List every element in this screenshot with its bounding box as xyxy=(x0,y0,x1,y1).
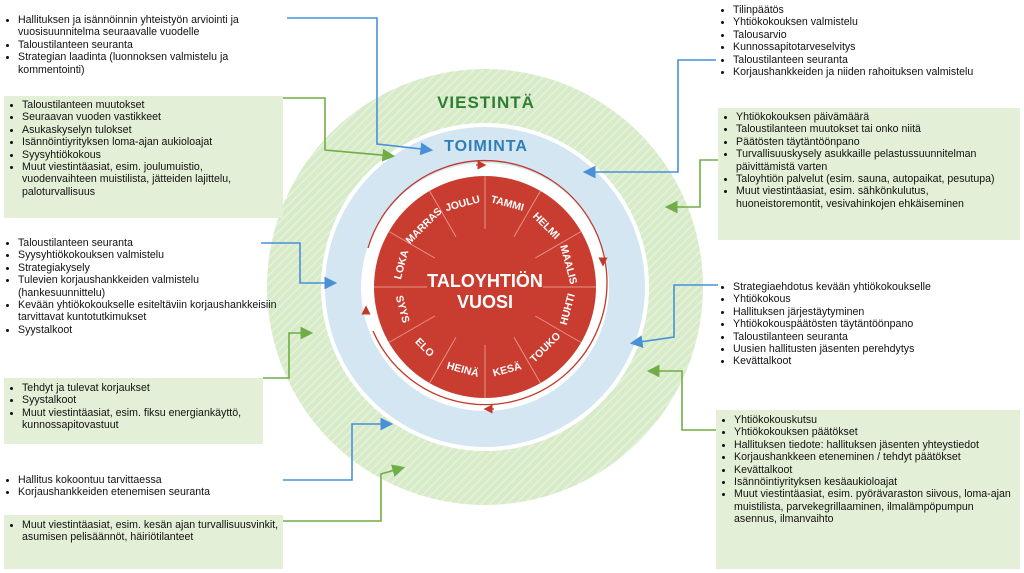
list-item: Strategiaehdotus kevään yhtiökokoukselle xyxy=(733,281,1019,293)
list-item: Kevään yhtiökokoukselle esiteltäviin kor… xyxy=(18,299,284,324)
list-item: Yhtiökokouskutsu xyxy=(734,414,1016,426)
list-item: Korjaushankkeiden etenemisen seuranta xyxy=(18,486,284,498)
list-item: Yhtiökokouksen päivämäärä xyxy=(736,111,1016,123)
month-divider xyxy=(388,231,436,259)
list-item: Muut viestintäasiat, esim. sähkönkulutus… xyxy=(736,185,1016,210)
connector-l6 xyxy=(283,464,406,522)
communication-box-r4: YhtiökokouskutsuYhtiökokouksen päätökset… xyxy=(716,410,1020,569)
center-title-line2: VUOSI xyxy=(457,292,513,312)
list-item: Taloustilanteen seuranta xyxy=(733,54,1019,66)
list-item: Tilinpäätös xyxy=(733,4,1019,16)
list-item: Hallituksen järjestäytyminen xyxy=(733,306,1019,318)
activity-box-l3: Taloustilanteen seurantaSyysyhtiökokouks… xyxy=(4,237,284,336)
list-item: Muut viestintäasiat, esim. pyörävaraston… xyxy=(734,488,1016,525)
list-item: Talousarvio xyxy=(733,29,1019,41)
connector-r4 xyxy=(646,364,716,431)
list-item: Muut viestintäasiat, esim. kesän ajan tu… xyxy=(22,519,279,544)
list-item: Päätösten täytäntöönpano xyxy=(736,136,1016,148)
list-item: Taloustilanteen muutokset tai onko niitä xyxy=(736,123,1016,135)
list-item: Yhtiökokous xyxy=(733,293,1019,305)
center-title-line1: TALOYHTIÖN xyxy=(427,271,543,291)
month-divider xyxy=(388,315,436,343)
month-dividers xyxy=(374,176,596,398)
list-item: Taloyhtiön palvelut (esim. sauna, autopa… xyxy=(736,173,1016,185)
list-item: Syystalkoot xyxy=(18,324,284,336)
connector-r2 xyxy=(664,159,718,214)
month-divider xyxy=(429,190,457,238)
toiminta-label: TOIMINTA xyxy=(444,138,528,155)
list-item: Taloustilanteen muutokset xyxy=(22,99,279,111)
list-item: Yhtiökokouksen päätökset xyxy=(734,426,1016,438)
connector-l4 xyxy=(263,326,314,379)
activity-box-l1: Hallituksen ja isännöinnin yhteistyön ar… xyxy=(4,14,284,76)
activity-box-r1: TilinpäätösYhtiökokouksen valmisteluTalo… xyxy=(719,4,1019,78)
list-item: Hallitus kokoontuu tarvittaessa xyxy=(18,474,284,486)
list-item: Muut viestintäasiat, esim. joulumuistio,… xyxy=(22,161,279,198)
list-item: Turvallisuuskysely asukkaille pelastussu… xyxy=(736,148,1016,173)
list-item: Asukaskyselyn tulokset xyxy=(22,124,279,136)
month-divider xyxy=(534,231,582,259)
communication-box-r2: Yhtiökokouksen päivämääräTaloustilanteen… xyxy=(718,108,1020,240)
activity-box-l5: Hallitus kokoontuu tarvittaessaKorjausha… xyxy=(4,474,284,499)
list-item: Kevättalkoot xyxy=(734,464,1016,476)
communication-box-l6: Muut viestintäasiat, esim. kesän ajan tu… xyxy=(4,515,283,569)
list-item: Taloustilanteen seuranta xyxy=(733,331,1019,343)
list-item: Strategiakysely xyxy=(18,262,284,274)
list-item: Syysyhtiökokous xyxy=(22,149,279,161)
viestinta-label: VIESTINTÄ xyxy=(437,93,535,112)
list-item: Tehdyt ja tulevat korjaukset xyxy=(22,382,259,394)
list-item: Kevättalkoot xyxy=(733,355,1019,367)
list-item: Syystalkoot xyxy=(22,394,259,406)
connector-l1 xyxy=(287,17,434,156)
connector-l2 xyxy=(283,97,396,162)
center-hub xyxy=(427,229,543,345)
month-divider xyxy=(513,336,541,384)
list-item: Syysyhtiökokouksen valmistelu xyxy=(18,249,284,261)
list-item: Korjaushankkeen eteneminen / tehdyt päät… xyxy=(734,451,1016,463)
list-item: Yhtiökokouksen valmistelu xyxy=(733,16,1019,28)
list-item: Kunnossapitotarveselvitys xyxy=(733,41,1019,53)
list-item: Taloustilanteen seuranta xyxy=(18,39,284,51)
list-item: Seuraavan vuoden vastikkeet xyxy=(22,111,279,123)
connector-r3 xyxy=(629,284,718,348)
list-item: Uusien hallitusten jäsenten perehdytys xyxy=(733,343,1019,355)
list-item: Isännöintiyrityksen kesäaukioloajat xyxy=(734,476,1016,488)
list-item: Strategian laadinta (luonnoksen valmiste… xyxy=(18,51,284,76)
list-item: Taloustilanteen seuranta xyxy=(18,237,284,249)
connector-l5 xyxy=(283,417,394,481)
list-item: Yhtiökokouspäätösten täytäntöönpano xyxy=(733,318,1019,330)
connector-l3 xyxy=(261,242,338,290)
list-item: Hallituksen tiedote: hallituksen jäsente… xyxy=(734,439,1016,451)
list-item: Hallituksen ja isännöinnin yhteistyön ar… xyxy=(18,14,284,39)
month-divider xyxy=(513,190,541,238)
month-divider xyxy=(429,336,457,384)
list-item: Tulevien korjaushankkeiden valmistelu (h… xyxy=(18,274,284,299)
connector-r1 xyxy=(582,59,716,179)
list-item: Isännöintiyrityksen loma-ajan aukioloaja… xyxy=(22,136,279,148)
communication-box-l4: Tehdyt ja tulevat korjauksetSyystalkootM… xyxy=(4,378,263,444)
list-item: Korjaushankkeiden ja niiden rahoituksen … xyxy=(733,66,1019,78)
communication-box-l2: Taloustilanteen muutoksetSeuraavan vuode… xyxy=(4,96,283,218)
activity-box-r3: Strategiaehdotus kevään yhtiökokoukselle… xyxy=(719,281,1019,368)
month-divider xyxy=(534,315,582,343)
cycle-arrow xyxy=(367,159,608,406)
list-item: Muut viestintäasiat, esim. fiksu energia… xyxy=(22,407,259,432)
